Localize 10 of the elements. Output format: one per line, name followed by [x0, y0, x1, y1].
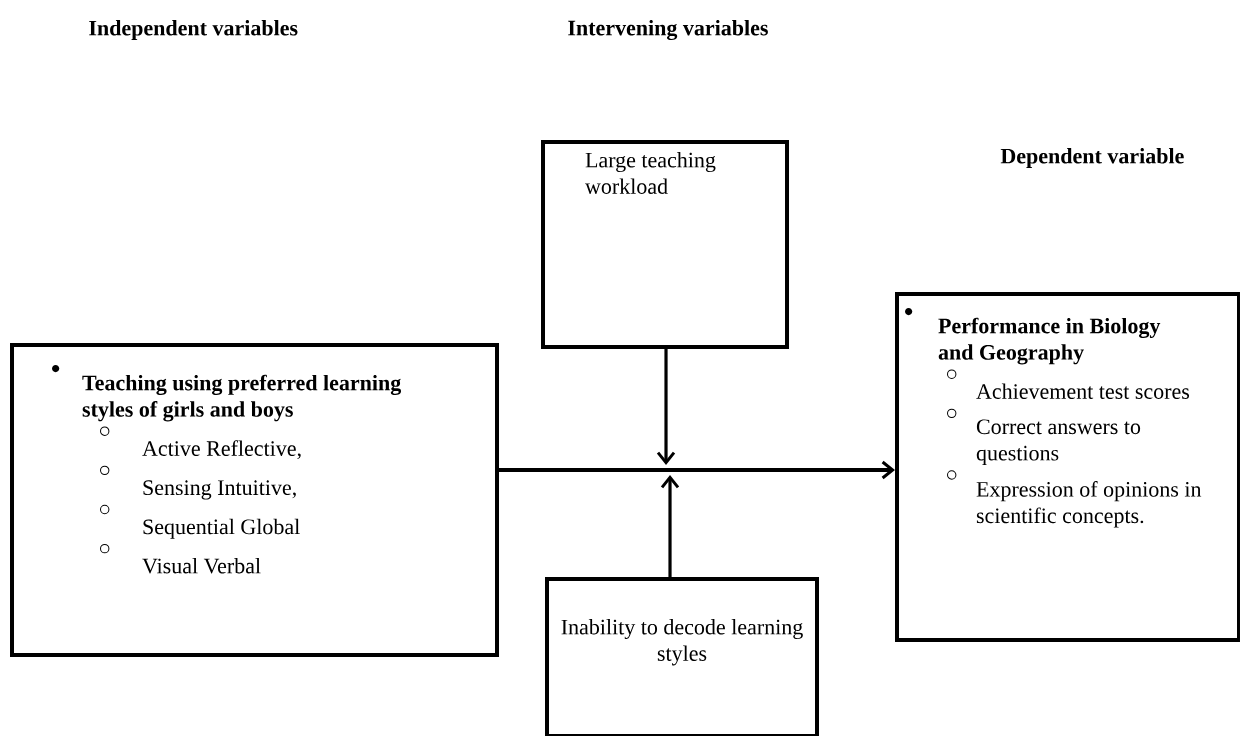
- arrow: [660, 475, 680, 577]
- column-heading: Dependent variable: [1000, 148, 1184, 168]
- variable-box: Performance in Biology and Geography Achievement test scores Correct answers to questions Expression of opinions in scientific concepts.: [895, 292, 1240, 642]
- variable-box: Inability to decode learning styles: [545, 577, 819, 736]
- arrow: [656, 349, 676, 465]
- column-heading: Intervening variables: [568, 19, 768, 41]
- column-heading: Independent variables: [89, 20, 298, 40]
- variable-box: Teaching using preferred learning styles of girls and boys Active Reflective, Sensing Intuitive, Sequential Global Visual Verbal: [10, 343, 499, 657]
- variable-box: Large teaching workload: [541, 140, 789, 349]
- arrow: [499, 460, 895, 480]
